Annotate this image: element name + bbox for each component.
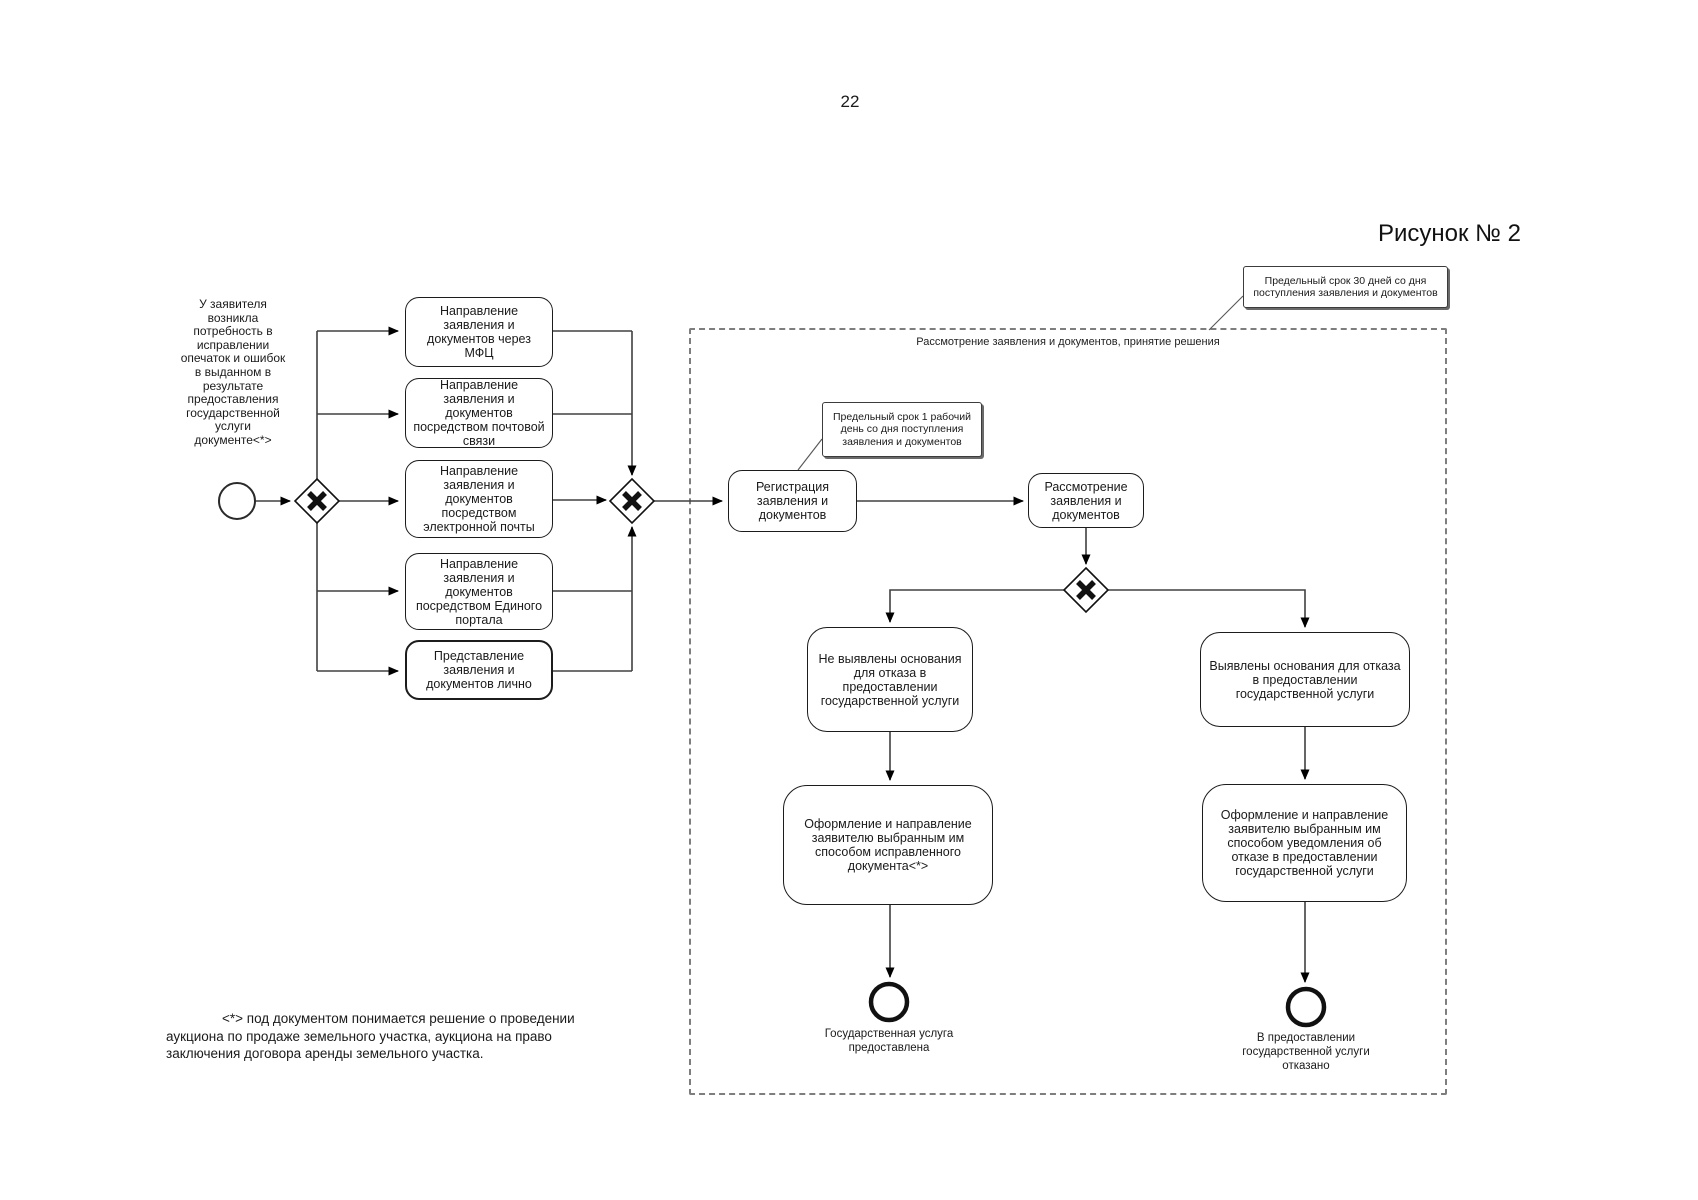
task-issue-refusal-notice: Оформление и направление заявителю выбра…	[1202, 784, 1407, 902]
sequence-flows	[255, 326, 1310, 983]
annotation-term-30-days: Предельный срок 30 дней со дня поступлен…	[1243, 266, 1448, 308]
end-event-refused-icon	[1285, 986, 1327, 1028]
task-registration: Регистрация заявления и документов	[728, 470, 857, 532]
task-issue-corrected-document: Оформление и направление заявителю выбра…	[783, 785, 993, 905]
figure-label: Рисунок № 2	[1378, 220, 1521, 247]
page-number: 22	[840, 92, 860, 111]
annotation-connectors	[797, 295, 1244, 471]
task-submit-via-mail: Направление заявления и документов посре…	[405, 378, 553, 448]
annotation-term-1-day: Предельный срок 1 рабочий день со дня по…	[822, 402, 982, 457]
task-submit-via-email: Направление заявления и документов посре…	[405, 460, 553, 538]
end-event-provided-icon	[868, 981, 910, 1023]
start-event-icon	[218, 482, 256, 520]
task-refusal-grounds: Выявлены основания для отказа в предоста…	[1200, 632, 1410, 727]
subprocess-container	[689, 328, 1447, 1095]
decision-gateway-icon	[1062, 566, 1110, 614]
footnote: <*> под документом понимается решение о …	[166, 1011, 579, 1061]
split-gateway-icon	[293, 477, 341, 525]
task-submit-via-mfc: Направление заявления и документов через…	[405, 297, 553, 367]
task-submit-via-portal: Направление заявления и документов посре…	[405, 553, 553, 630]
task-review: Рассмотрение заявления и документов	[1028, 473, 1144, 528]
end-caption-provided: Государственная услуга предоставлена	[824, 1028, 957, 1054]
merge-gateway-icon	[608, 477, 656, 525]
start-condition-note: У заявителя возникла потребность в испра…	[180, 297, 289, 447]
task-submit-in-person: Представление заявления и документов лич…	[405, 640, 553, 700]
subprocess-label: Рассмотрение заявления и документов, при…	[916, 336, 1220, 348]
task-no-refusal-grounds: Не выявлены основания для отказа в предо…	[807, 627, 973, 732]
end-caption-refused: В предоставлении государственной услуги …	[1242, 1032, 1373, 1072]
